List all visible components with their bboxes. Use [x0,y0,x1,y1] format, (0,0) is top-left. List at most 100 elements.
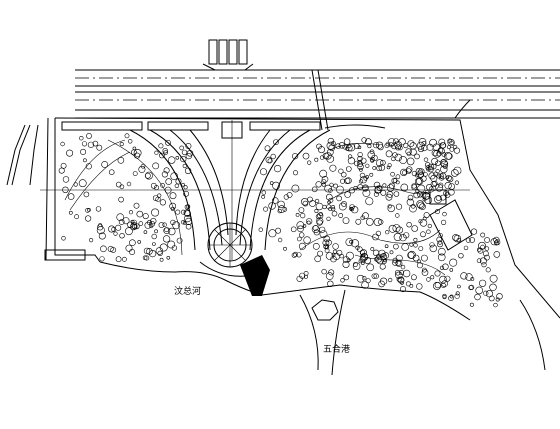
tree-symbol [183,209,191,217]
tree-symbol [323,235,331,243]
tree-symbol [440,160,449,168]
tree-symbol [175,209,181,215]
tree-symbol [168,227,176,236]
tree-symbol [124,133,130,139]
tree-symbol [370,247,375,251]
tree-symbol [343,274,350,281]
tree-symbol [88,238,94,243]
tree-symbol [325,239,332,246]
tree-symbol [314,209,319,214]
tree-symbol [99,256,105,262]
tree-symbol [448,295,454,302]
tree-symbol [399,234,407,242]
tree-symbol [470,228,478,235]
tree-symbol [449,258,458,267]
tree-symbol [362,276,367,281]
tree-symbol [395,174,401,179]
tree-symbol [364,138,372,146]
tree-symbol [302,152,310,160]
tree-symbol [414,153,420,160]
tree-symbol [155,196,161,202]
tree-symbol [426,143,434,151]
tree-symbol [158,222,165,228]
tree-symbol [400,183,409,192]
tree-symbol [315,213,322,220]
tree-symbol [418,168,425,175]
tree-symbol [401,170,407,176]
tree-symbol [111,226,117,232]
tree-symbol [184,215,192,223]
tree-symbol [413,243,418,248]
tree-symbol [380,277,388,285]
tree-symbol [344,177,351,184]
tree-symbol [322,239,330,247]
tree-symbol [180,209,186,215]
tree-symbol [161,171,168,178]
tree-symbol [272,181,280,190]
tree-symbol [159,257,164,262]
tree-symbol [361,137,367,143]
tree-symbol [446,145,451,150]
tree-symbol [174,183,180,189]
tree-symbol [423,172,428,177]
tree-symbol [416,259,421,264]
tree-symbol [295,212,300,217]
tree-symbol [348,187,355,194]
tree-symbol [138,221,144,226]
tree-symbol [382,252,390,259]
tree-symbol [357,152,363,158]
tree-symbol [122,256,127,262]
tree-symbol [383,258,388,263]
tree-symbol [305,218,313,225]
tree-symbol [437,247,446,256]
tree-symbol [302,224,307,228]
tree-symbol [417,146,424,153]
tree-symbol [80,148,87,155]
tree-symbol [420,175,427,182]
tree-symbol [429,138,437,147]
tree-symbol [155,247,164,255]
tree-symbol [388,224,397,233]
tree-symbol [441,159,446,164]
tree-symbol [358,179,364,184]
tree-symbol [362,185,369,192]
tree-symbol [390,142,398,150]
tree-symbol [441,152,447,157]
tree-symbol [396,276,402,282]
tree-symbol [469,302,474,307]
tree-symbol [117,157,125,164]
tree-symbol [444,275,451,282]
axis-lines [40,120,470,260]
tree-symbol [183,185,188,190]
tree-symbol [327,137,335,145]
tree-symbol [150,218,157,225]
tree-symbol [168,156,176,164]
south-road-label: 五合港 [323,345,351,355]
tree-symbol [460,272,468,280]
tree-symbol [292,170,298,176]
tree-symbol [326,154,335,163]
tree-symbol [336,195,342,202]
tree-symbol [475,286,484,295]
tree-symbol [183,190,189,197]
tree-symbol [336,185,344,194]
tree-symbol [431,157,438,165]
tree-symbol [96,144,103,151]
tree-symbol [182,163,187,169]
tree-symbol [152,242,156,246]
tree-symbol [450,169,459,177]
tree-symbol [133,148,142,157]
tree-symbol [67,193,75,200]
tree-symbol [170,172,178,180]
tree-symbol [345,166,352,172]
tree-symbol [444,182,452,190]
tree-symbol [405,168,412,174]
tree-symbol [267,158,273,164]
tree-symbol [490,238,498,246]
tree-symbol [296,236,302,242]
tree-symbol [407,140,415,147]
tree-symbol [406,198,414,206]
tree-symbol [349,240,353,244]
tree-symbol [83,158,87,163]
tree-symbol [385,150,393,158]
